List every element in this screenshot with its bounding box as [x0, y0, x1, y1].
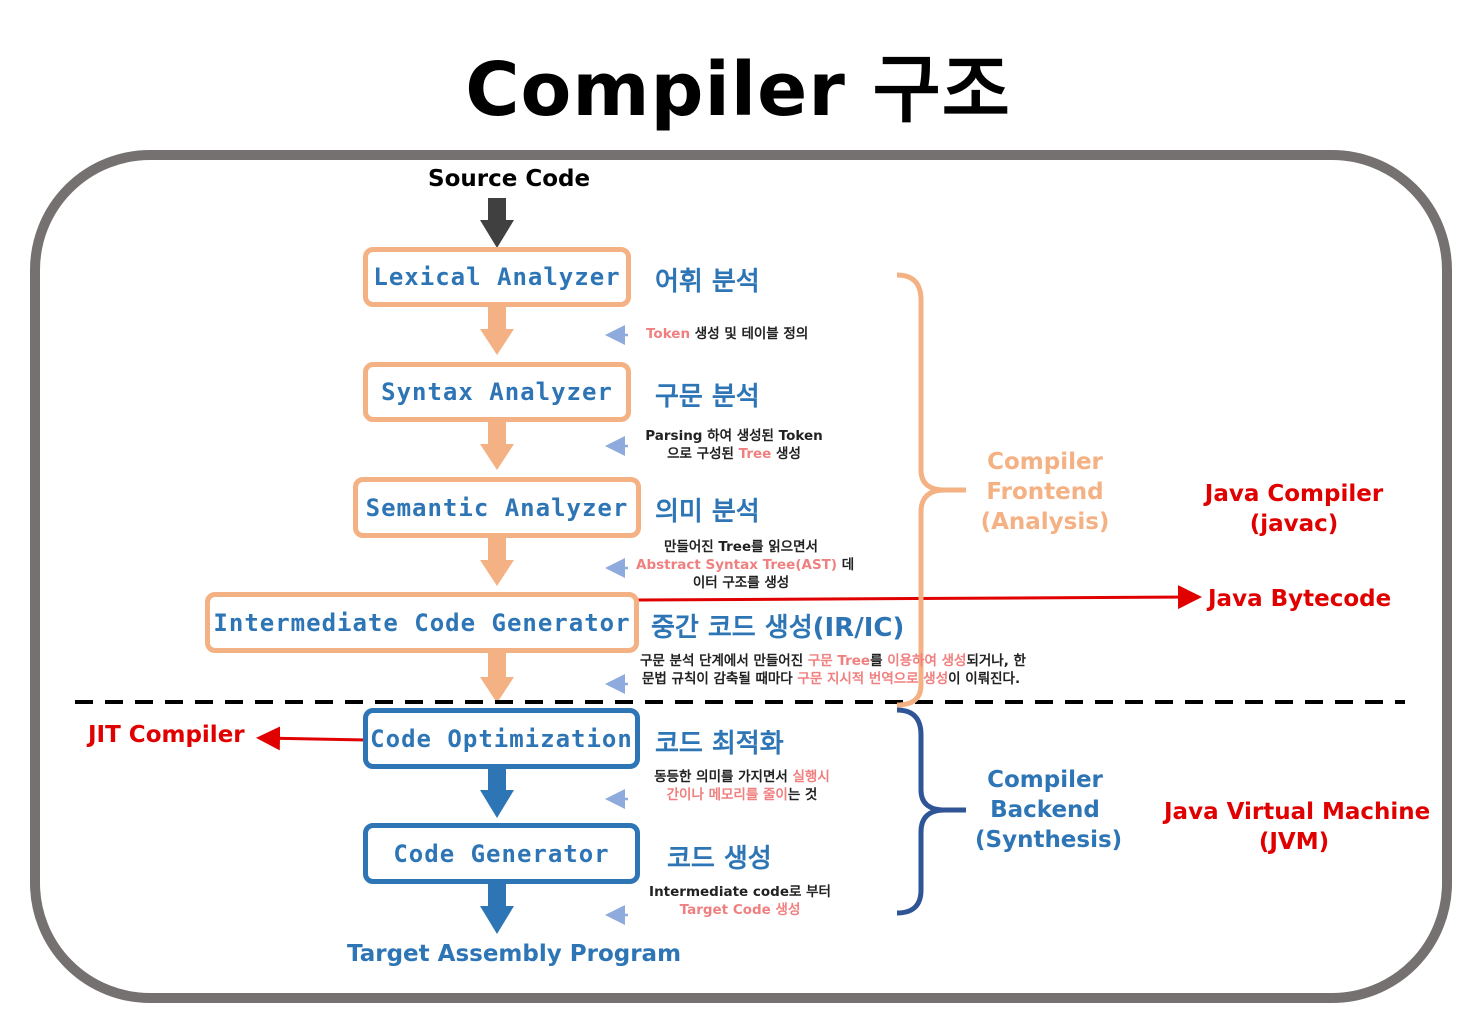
jvm-label: Java Virtual Machine (JVM) [1164, 799, 1431, 855]
note-lexical: Token 생성 및 테이블 정의 [646, 326, 809, 342]
note-semantic: 만들어진 Tree를 읽으면서 Abstract Syntax Tree(AST… [636, 539, 855, 591]
flow-arrow-3 [480, 538, 514, 586]
stage-lexical-analyzer: Lexical Analyzer [363, 247, 631, 307]
flow-arrow-1 [480, 307, 514, 355]
source-arrow [480, 198, 514, 248]
korean-label-semantic: 의미 분석 [655, 497, 760, 527]
frontend-brace [896, 272, 966, 708]
diagram-frame [30, 150, 1452, 1003]
page-title: Compiler 구조 [465, 47, 1011, 133]
java-compiler-label: Java Compiler (javac) [1204, 481, 1384, 537]
jit-arrow [256, 726, 367, 751]
korean-label-intermediate: 중간 코드 생성(IR/IC) [651, 613, 905, 643]
compiler-frontend-label: Compiler Frontend (Analysis) [980, 449, 1110, 535]
note-code-generator: Intermediate code로 부터 Target Code 생성 [649, 884, 831, 918]
jit-compiler-label: JIT Compiler [88, 722, 245, 748]
compiler-backend-label: Compiler Backend (Synthesis) [975, 767, 1123, 853]
flow-arrow-6 [480, 884, 514, 934]
java-bytecode-label: Java Bytecode [1208, 586, 1392, 612]
stage-code-optimization: Code Optimization [363, 708, 640, 769]
bytecode-arrow [637, 585, 1202, 610]
target-assembly-label: Target Assembly Program [347, 941, 682, 967]
source-code-label: Source Code [428, 166, 591, 192]
korean-label-syntax: 구문 분석 [655, 382, 760, 412]
stage-semantic-analyzer: Semantic Analyzer [353, 477, 641, 538]
korean-label-code-generator: 코드 생성 [667, 844, 772, 874]
korean-label-optimization: 코드 최적화 [655, 729, 784, 759]
stage-intermediate-code-generator: Intermediate Code Generator [205, 592, 639, 653]
note-syntax: Parsing 하여 생성된 Token 으로 구성된 Tree 생성 [645, 428, 823, 462]
note-intermediate: 구문 분석 단계에서 만들어진 구문 Tree를 이용하여 생성되거나, 한 문… [640, 653, 1026, 687]
flow-arrow-5 [480, 768, 514, 818]
note-optimization: 동등한 의미를 가지면서 실행시 간이나 메모리를 줄이는 것 [654, 769, 830, 803]
flow-arrow-4 [480, 653, 514, 703]
backend-brace [896, 707, 966, 916]
korean-label-lexical: 어휘 분석 [655, 267, 760, 297]
stage-code-generator: Code Generator [363, 823, 640, 884]
flow-arrow-2 [480, 422, 514, 470]
stage-syntax-analyzer: Syntax Analyzer [363, 362, 631, 422]
